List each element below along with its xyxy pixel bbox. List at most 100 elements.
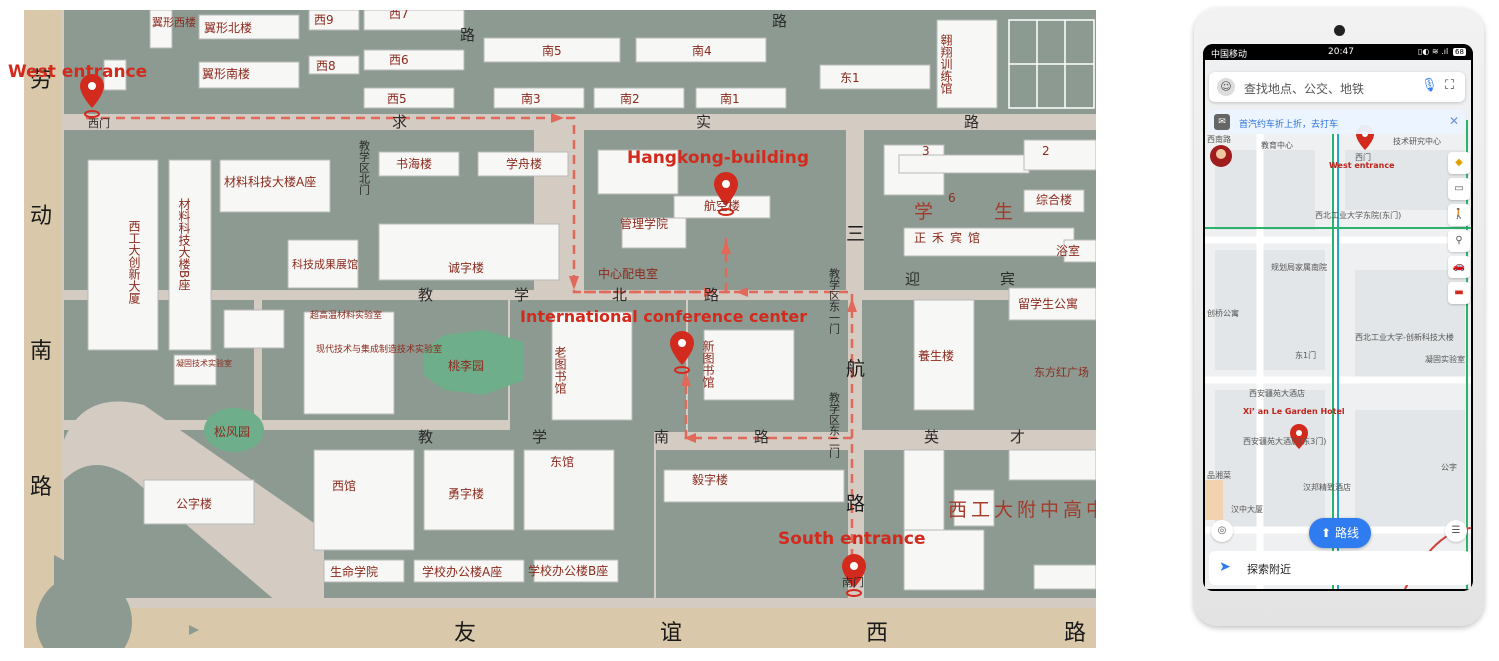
- route-button[interactable]: ⬆ 路线: [1309, 518, 1371, 548]
- jxq-east-gate-2: 教学区东二门: [828, 392, 841, 459]
- map-label-jishu: 技术研究中心: [1393, 136, 1441, 146]
- bld-chuangxin: 西工大创新大厦: [127, 220, 141, 304]
- road-qiushi-1: 求: [392, 113, 407, 131]
- close-icon[interactable]: ✕: [1449, 114, 1460, 128]
- search-input[interactable]: 查找地点、公交、地铁: [1244, 82, 1365, 96]
- status-icons: ▯◐ ≋ .ıl: [1418, 47, 1449, 56]
- bus-icon[interactable]: ▭: [1448, 178, 1470, 200]
- locate-icon[interactable]: ◎: [1211, 520, 1233, 542]
- user-avatar-icon[interactable]: ☺: [1217, 78, 1235, 96]
- map-label-xiyuan: 西安疆苑大酒店: [1249, 388, 1305, 398]
- message-icon: ✉: [1214, 114, 1230, 130]
- map-label-chuangxin: 西北工业大学-创新科技大楼: [1355, 332, 1454, 342]
- bld-xiandai: 现代技术与集成制造技术实验室: [316, 343, 442, 355]
- phone-screen: 中国移动 20:47 ▯◐ ≋ .ıl 68: [1203, 44, 1473, 591]
- conference-center-pin[interactable]: [670, 331, 694, 374]
- bld-xiguan: 西馆: [332, 478, 356, 493]
- walk-icon[interactable]: 🚶: [1448, 204, 1470, 226]
- road-jiaoxue-s3: 南: [654, 428, 669, 446]
- bld-liuxuesheng: 留学生公寓: [1018, 296, 1078, 311]
- bld-bangong-a: 学校办公楼A座: [422, 564, 502, 579]
- scan-icon[interactable]: ⛶: [1445, 78, 1455, 93]
- bld-3: 3: [922, 144, 930, 158]
- bld-yongzi: 勇字楼: [448, 486, 484, 501]
- bld-zonghe: 综合楼: [1036, 192, 1072, 207]
- carrier-label: 中国移动: [1211, 50, 1248, 60]
- road-youyi-2: 谊: [660, 621, 682, 646]
- bld-xin-tushuguan: 新图书馆: [701, 339, 715, 388]
- bld-chengzi: 诚字楼: [448, 260, 484, 275]
- jxq-east-gate-1: 教学区东一门: [828, 268, 841, 335]
- route-button-label: 路线: [1334, 526, 1359, 540]
- road-youyi-4: 路: [1064, 621, 1086, 646]
- west-gate-small: 西门: [88, 116, 110, 130]
- time-label: 20:47: [1328, 47, 1354, 57]
- hangkong-marker-label: Hangkong-building: [627, 148, 809, 168]
- conference-marker-label: International conference center: [520, 307, 807, 326]
- road-san: 三: [846, 223, 865, 245]
- road-jiaoxue-s4: 路: [754, 428, 769, 446]
- road-yingbin-2: 宾: [1000, 270, 1015, 288]
- traffic-icon[interactable]: ▬: [1448, 282, 1470, 304]
- bld-yixing-xilou: 翼形西楼: [152, 15, 196, 29]
- phone-hotel-label: Xi’ an Le Garden Hotel: [1243, 407, 1345, 416]
- bld-nan1: 南1: [720, 91, 740, 106]
- microphone-icon[interactable]: 🎙: [1421, 78, 1438, 93]
- bld-yushi: 浴室: [1056, 243, 1080, 258]
- bld-taoli: 桃李园: [448, 358, 484, 373]
- bld-yixing-nanlou: 翼形南楼: [202, 66, 250, 81]
- bike-icon[interactable]: ⚲: [1448, 230, 1470, 252]
- campus-map: Hangkong-building International conferen…: [24, 10, 1096, 648]
- map-label-dian2: 公字: [1441, 462, 1457, 472]
- map-label-ningu: 凝固实验室: [1425, 354, 1465, 364]
- road-top-lu2: 路: [772, 12, 787, 30]
- road-xuesheng-2: 生: [994, 201, 1013, 223]
- navigate-icon: ➤: [1219, 559, 1231, 575]
- road-qiushi-3: 路: [964, 113, 979, 131]
- west-entrance-pin[interactable]: [80, 74, 104, 118]
- bld-dongguan: 东馆: [550, 454, 574, 469]
- bld-peidian: 中心配电室: [598, 266, 658, 281]
- bld-xi9: 西9: [314, 13, 334, 27]
- layers-icon[interactable]: ◆: [1448, 152, 1470, 174]
- list-icon[interactable]: ☰: [1445, 520, 1467, 542]
- road-laodong-4: 路: [30, 475, 52, 500]
- hangkong-building-pin[interactable]: [714, 172, 738, 216]
- bld-nan4: 南4: [692, 43, 712, 58]
- map-label-guihua: 规划局家属南院: [1271, 262, 1327, 272]
- road-jiaoxue-1: 教: [418, 286, 433, 304]
- search-bar[interactable]: ☺ 查找地点、公交、地铁 🎙 ⛶: [1209, 72, 1465, 102]
- road-laodong-1: 劳: [30, 68, 52, 93]
- phone-map[interactable]: West entrance Xi’ an Le Garden Hotel 西南路…: [1205, 60, 1471, 589]
- bld-hangkong: 航空楼: [704, 198, 740, 213]
- west-entrance-marker-label: West entrance: [8, 62, 148, 82]
- bld-yangsheng: 養生楼: [918, 348, 954, 363]
- bld-nan3: 南3: [521, 91, 541, 106]
- road-xuesheng-1: 学: [914, 201, 933, 223]
- avatar-marker[interactable]: [1210, 145, 1232, 167]
- map-label-qiaojia: 创桥公寓: [1207, 308, 1239, 318]
- jxq-north-gate: 教学区北门: [358, 140, 371, 196]
- south-entrance-pin[interactable]: [842, 554, 866, 597]
- bld-zhenghe: 正禾宾馆: [914, 230, 986, 245]
- road-jiaoxue-3: 北: [612, 286, 627, 304]
- south-gate-small: 南门: [842, 575, 864, 589]
- car-icon[interactable]: 🚗: [1448, 256, 1470, 278]
- bld-bangong-b: 学校办公楼B座: [528, 563, 608, 578]
- phone-hotel-pin[interactable]: [1290, 424, 1308, 449]
- map-label-hanzhong: 汉中大厦: [1231, 504, 1263, 514]
- explore-nearby-bar[interactable]: ➤ 探索附近: [1209, 551, 1471, 585]
- fuzhong-label: 西工大附中高中: [948, 499, 1096, 521]
- road-jiaoxue-s2: 学: [532, 428, 547, 446]
- phone-mockup: 中国移动 20:47 ▯◐ ≋ .ıl 68: [1194, 8, 1484, 626]
- bld-2: 2: [1042, 144, 1050, 158]
- camera-icon: [1334, 25, 1345, 36]
- bld-dongfanghong: 东方红广场: [1034, 365, 1089, 379]
- bld-xiangxiang: 翱翔训练馆: [939, 34, 953, 94]
- map-label-dong1men: 东1门: [1295, 350, 1316, 360]
- road-youyi-1: 友: [454, 621, 476, 646]
- bld-gongzi: 公字楼: [176, 496, 212, 511]
- road-jiaoxue-4: 路: [704, 286, 719, 304]
- map-label-xinan: 西南路: [1207, 134, 1231, 144]
- notice-banner[interactable]: ✉ 首汽约车折上折，去打车 ✕: [1209, 110, 1465, 134]
